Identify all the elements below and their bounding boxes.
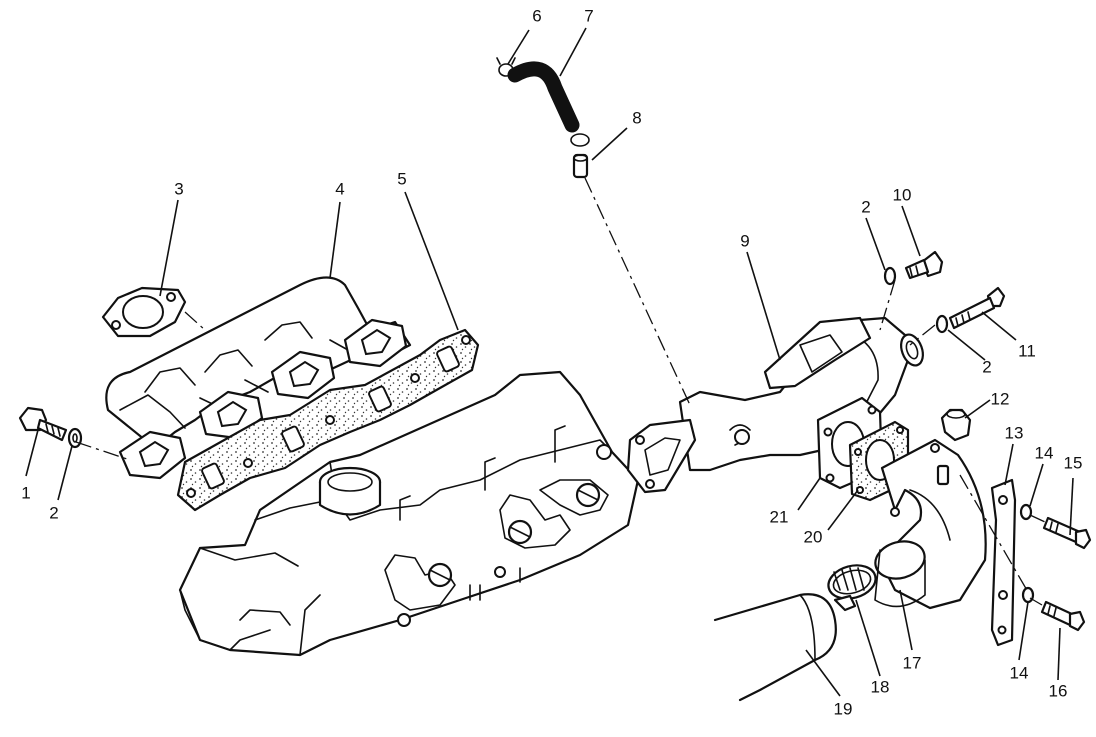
callout-2: 2 (49, 503, 58, 522)
part-16-bolt (1040, 600, 1086, 632)
callout-9: 9 (740, 231, 749, 250)
part-3-flange-gasket (101, 286, 187, 338)
callout-2: 2 (861, 197, 870, 216)
callout-7: 7 (584, 6, 593, 25)
part-14-washer-upper (1019, 503, 1033, 521)
callout-labels: 1 2 2 2 3 4 5 6 7 8 9 10 11 12 13 14 14 … (21, 6, 1082, 718)
part-15-bolt (1042, 516, 1092, 550)
callout-8: 8 (632, 108, 641, 127)
callout-3: 3 (174, 179, 183, 198)
part-5-manifold-gasket (176, 328, 480, 512)
part-12-plug (940, 408, 972, 442)
callout-6: 6 (532, 6, 541, 25)
callout-4: 4 (335, 179, 344, 198)
callout-18: 18 (871, 677, 890, 696)
callout-17: 17 (903, 653, 922, 672)
part-2-washer (67, 427, 83, 449)
cylinder-head (178, 370, 640, 657)
part-10-bolt (904, 250, 944, 280)
part-21-flange (816, 396, 884, 490)
callout-20: 20 (804, 527, 823, 546)
part-18-hose-clamp (827, 564, 877, 612)
callout-5: 5 (397, 169, 406, 188)
part-14-washer-lower (1021, 586, 1035, 604)
part-19-hose (713, 593, 837, 702)
callout-1: 1 (21, 483, 30, 502)
callout-15: 15 (1064, 453, 1083, 472)
part-7-hose (507, 61, 590, 147)
part-2-washer-upper (883, 266, 897, 286)
part-13-bracket (990, 478, 1017, 647)
callout-13: 13 (1005, 423, 1024, 442)
callout-2: 2 (982, 357, 991, 376)
callout-19: 19 (834, 699, 853, 718)
callout-10: 10 (893, 185, 912, 204)
callout-11: 11 (1018, 341, 1036, 360)
callout-12: 12 (991, 389, 1010, 408)
part-8-fitting (572, 153, 589, 179)
callout-21: 21 (770, 507, 789, 526)
assembly-centerlines (75, 177, 1046, 606)
leader-lines (25, 27, 1074, 697)
part-2-washer-right (935, 314, 949, 334)
part-17-outlet-elbow (874, 438, 987, 610)
callout-14: 14 (1010, 663, 1029, 682)
part-1-bolt (18, 406, 68, 442)
part-11-bolt (948, 286, 1006, 330)
callout-16: 16 (1049, 681, 1068, 700)
callout-14: 14 (1035, 443, 1054, 462)
